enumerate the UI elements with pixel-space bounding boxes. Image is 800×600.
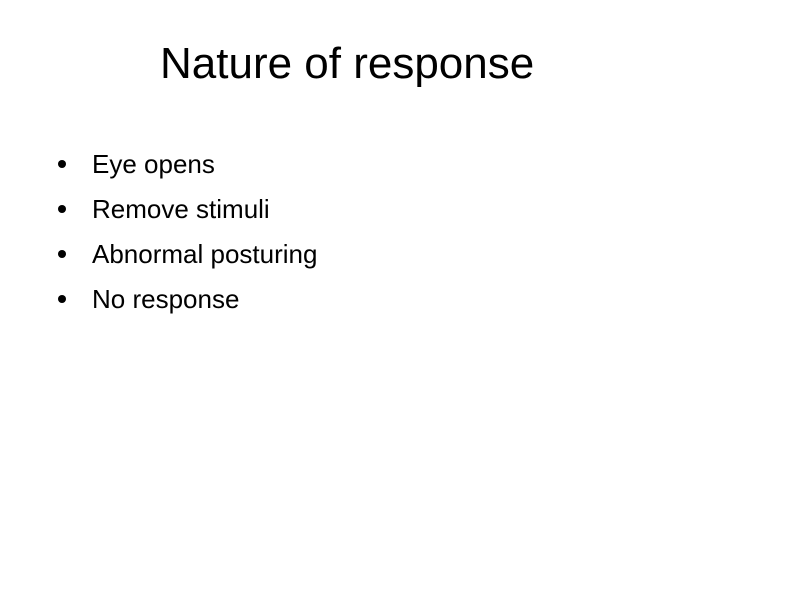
- bullet-text: Eye opens: [92, 149, 215, 179]
- slide-title: Nature of response: [160, 39, 535, 88]
- bullet-dot-icon: [58, 205, 66, 213]
- bullet-text: Abnormal posturing: [92, 239, 318, 269]
- bullet-dot-icon: [58, 295, 66, 303]
- bullet-text: No response: [92, 284, 240, 314]
- bullet-dot-icon: [58, 250, 66, 258]
- bullet-dot-icon: [58, 160, 66, 168]
- bullet-text: Remove stimuli: [92, 194, 270, 224]
